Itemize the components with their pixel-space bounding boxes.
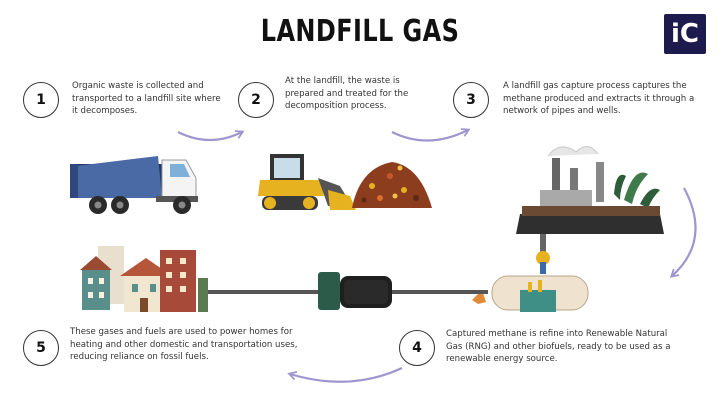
step-3-text: A landfill gas capture process captures … [503,81,695,116]
waste-pile-icon [352,162,432,208]
brand-logo: iC [664,14,706,54]
flow-arrow-3-4 [669,187,697,278]
step-1-text: Organic waste is collected and transport… [72,81,221,116]
gas-refinery-tank-icon [472,251,589,312]
step-1-number: 1 [23,82,59,118]
houses-icon [80,246,208,312]
step-4-text: Captured methane is refine into Renewabl… [446,329,671,364]
garbage-truck-icon [70,156,198,214]
gas-tanker-truck-icon [318,272,392,310]
step-4-number: 4 [399,330,435,366]
gas-capture-plant-icon [516,146,664,254]
page-title: LANDFILL GAS [260,14,460,49]
step-5-text: These gases and fuels are used to power … [70,327,298,362]
flow-arrow-1-2 [177,130,245,142]
step-5-number: 5 [23,330,59,366]
bulldozer-icon [258,154,356,210]
flow-arrow-4-5 [287,367,403,383]
step-2-text: At the landfill, the waste is prepared a… [285,76,409,111]
flow-arrow-2-3 [391,128,471,142]
step-3-number: 3 [453,82,489,118]
step-2-number: 2 [238,82,274,118]
